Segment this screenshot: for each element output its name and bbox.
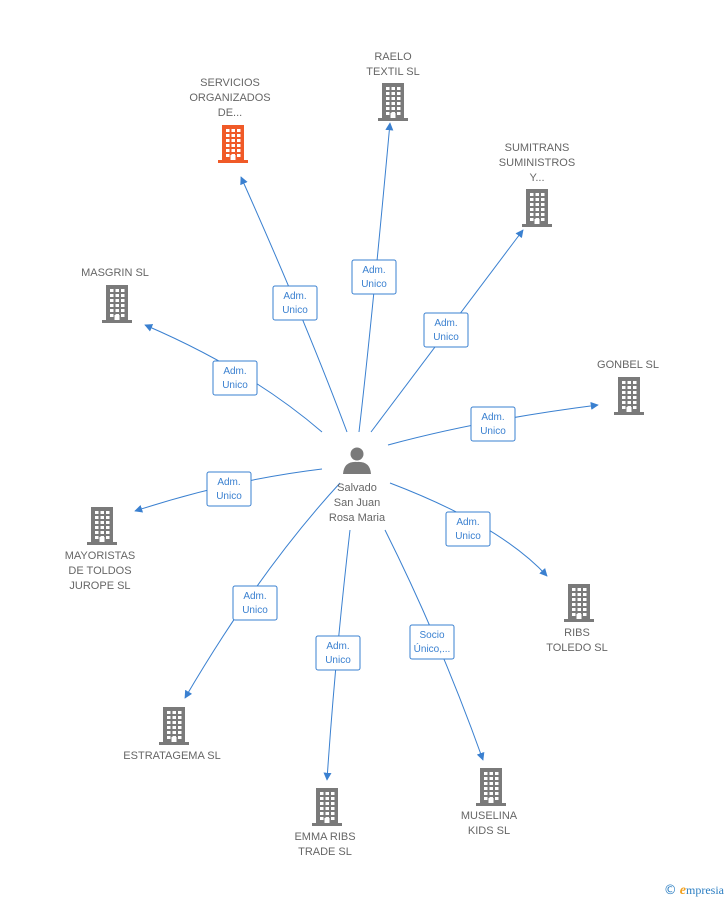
relation-text: Unico (361, 279, 387, 290)
relation-text: Adm. (456, 517, 479, 528)
relation-text: Unico (433, 332, 459, 343)
company-node-servicios[interactable]: SERVICIOS ORGANIZADOS DE... (189, 77, 271, 163)
company-name: KIDS SL (468, 825, 510, 837)
person-name: San Juan (334, 497, 380, 509)
relation-text: Adm. (243, 591, 266, 602)
company-name: DE... (218, 107, 242, 119)
relation-label-muselina[interactable]: SocioÚnico,... (409, 624, 455, 660)
company-node-estratagema[interactable]: ESTRATAGEMA SL (123, 707, 221, 762)
relation-text: Adm. (481, 412, 504, 423)
relation-label-emma-ribs[interactable]: Adm. Unico (315, 635, 361, 671)
building-icon (102, 285, 132, 323)
relation-label-ribs-toledo[interactable]: Adm. Unico (445, 511, 491, 547)
company-name: DE TOLDOS (68, 565, 131, 577)
company-name: RAELO (374, 51, 412, 63)
company-name: SUMITRANS (505, 142, 570, 154)
company-name: SERVICIOS (200, 77, 260, 89)
company-name: MUSELINA (461, 810, 518, 822)
building-icon (87, 507, 117, 545)
relation-text: Socio (419, 630, 444, 641)
company-name: TOLEDO SL (546, 642, 608, 654)
company-name: ORGANIZADOS (189, 92, 270, 104)
relation-text: Adm. (223, 366, 246, 377)
relation-text: Unico (480, 426, 506, 437)
building-icon (312, 788, 342, 826)
company-name: Y... (529, 172, 544, 184)
company-name: ESTRATAGEMA SL (123, 750, 220, 762)
relation-text: Unico (282, 305, 308, 316)
company-name: TRADE SL (298, 846, 352, 858)
company-node-mayoristas[interactable]: MAYORISTAS DE TOLDOS JUROPE SL (65, 507, 136, 592)
relation-text: Adm. (326, 641, 349, 652)
edge-estratagema (184, 482, 341, 699)
company-name: MASGRIN SL (81, 267, 149, 279)
company-node-ribs-toledo[interactable]: RIBS TOLEDO SL (546, 584, 608, 654)
company-node-emma-ribs[interactable]: EMMA RIBS TRADE SL (294, 788, 356, 858)
building-icon (218, 125, 248, 163)
company-name: MAYORISTAS (65, 550, 136, 562)
person-icon (343, 447, 371, 474)
building-icon (522, 189, 552, 227)
relation-text: Unico (216, 491, 242, 502)
relation-text: Único,... (414, 642, 451, 655)
company-node-muselina[interactable]: MUSELINA KIDS SL (461, 768, 518, 837)
relation-label-masgrin[interactable]: Adm. Unico (212, 360, 258, 396)
building-icon (378, 83, 408, 121)
copyright-icon: © (663, 883, 677, 898)
relation-label-servicios[interactable]: Adm. Unico (272, 285, 318, 321)
company-node-sumitrans[interactable]: SUMITRANS SUMINISTROS Y... (499, 142, 575, 227)
edge-raelo (358, 122, 394, 433)
person-name: Salvado (337, 482, 377, 494)
company-node-raelo[interactable]: RAELO TEXTIL SL (366, 51, 420, 121)
company-node-gonbel[interactable]: GONBEL SL (597, 359, 659, 415)
company-name: SUMINISTROS (499, 157, 575, 169)
relation-label-gonbel[interactable]: Adm. Unico (470, 406, 516, 442)
building-icon (159, 707, 189, 745)
building-icon (564, 584, 594, 622)
relation-text: Adm. (217, 477, 240, 488)
company-name: GONBEL SL (597, 359, 659, 371)
relation-text: Unico (325, 655, 351, 666)
company-name: RIBS (564, 627, 590, 639)
relation-label-mayoristas[interactable]: Adm. Unico (206, 471, 252, 507)
relation-text: Adm. (362, 265, 385, 276)
relation-text: Unico (455, 531, 481, 542)
company-name: EMMA RIBS (294, 831, 355, 843)
company-name: TEXTIL SL (366, 66, 419, 78)
building-icon (614, 377, 644, 415)
relation-text: Adm. (434, 318, 457, 329)
company-name: JUROPE SL (69, 580, 130, 592)
building-icon (476, 768, 506, 806)
company-node-masgrin[interactable]: MASGRIN SL (81, 267, 149, 323)
relation-label-estratagema[interactable]: Adm. Unico (232, 585, 278, 621)
relation-label-raelo[interactable]: Adm. Unico (351, 259, 397, 295)
relation-text: Unico (222, 380, 248, 391)
relation-label-sumitrans[interactable]: Adm. Unico (423, 312, 469, 348)
person-name: Rosa Maria (329, 512, 386, 524)
brand-logo: ©empresia (663, 883, 724, 898)
relation-text: Unico (242, 605, 268, 616)
relation-text: Adm. (283, 291, 306, 302)
